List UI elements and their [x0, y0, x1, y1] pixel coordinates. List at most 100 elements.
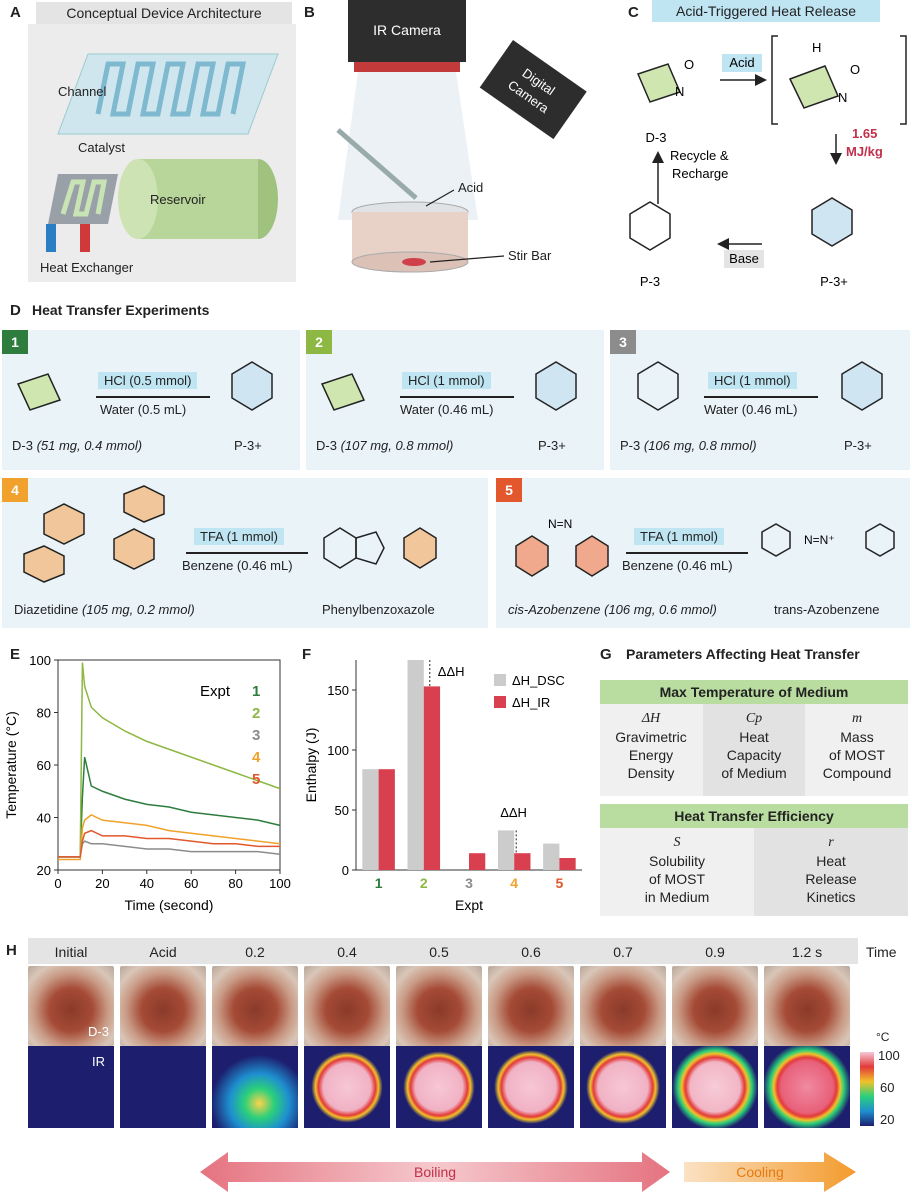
ir-frame-0.4	[304, 1046, 390, 1128]
chart-e-xtick-label-1: 20	[95, 876, 109, 891]
param-r-line1: Heat	[816, 853, 846, 869]
photo-frame-0.2	[212, 966, 298, 1046]
experiment-1-badge: 1	[2, 330, 28, 354]
expt3-arrow	[704, 396, 818, 398]
expt4-reagent: TFA (1 mmol)	[194, 528, 285, 545]
ir-scale-tick-20: 20	[880, 1112, 895, 1127]
chart-f-legend-swatch-1	[494, 696, 506, 708]
param-m-symbol: m	[851, 711, 863, 726]
p3plus-label: P-3+	[820, 274, 848, 289]
chart-f-annotation-1: ΔΔH	[500, 805, 527, 820]
experiment-3-badge: 3	[610, 330, 636, 354]
expt4-start-detail: (105 mg, 0.2 mmol)	[81, 602, 195, 617]
chart-e-legend-entry-4: 4	[252, 749, 261, 766]
panel-a-title: Conceptual Device Architecture	[36, 2, 292, 24]
experiment-2-badge: 2	[306, 330, 332, 354]
chart-f-ylabel: Enthalpy (J)	[303, 728, 319, 803]
chart-f-ytick-label-1: 50	[335, 803, 349, 818]
expt1-start-detail: (51 mg, 0.4 mmol)	[36, 438, 143, 453]
recycle-label-2: Recharge	[672, 166, 728, 181]
chart-e-ytick-label-1: 40	[37, 811, 51, 826]
expt5-arrow	[626, 552, 748, 554]
experiment-4-box: 4 TFA (1 mmol) Benzene (0.46 mL) Diazeti…	[2, 478, 488, 628]
d3-photo-label: D-3	[88, 1024, 109, 1039]
photo-frame-0.5	[396, 966, 482, 1046]
time-label-3: 0.4	[337, 944, 357, 960]
chart-f-legend-label-1: ΔH_IR	[512, 695, 550, 710]
energy-unit: MJ/kg	[846, 144, 883, 159]
time-label-7: 0.9	[705, 944, 725, 960]
expt3-reagent: HCl (1 mmol)	[708, 372, 797, 389]
expt4-product: Phenylbenzoxazole	[322, 602, 435, 617]
expt3-reactant-structure	[637, 361, 679, 411]
param-m-line1: Mass	[840, 729, 874, 745]
ir-camera-label: IR Camera	[373, 22, 441, 38]
cooling-label: Cooling	[736, 1164, 783, 1180]
device-architecture-diagram: Channel Catalyst Reservoir Heat Exchange…	[28, 24, 296, 282]
param-cp-line2: Capacity	[726, 747, 782, 763]
chart-e-legend-entry-3: 3	[252, 727, 260, 744]
panel-d-letter: D	[10, 302, 21, 319]
diazetidine-structure	[23, 485, 165, 583]
expt2-start-detail: (107 mg, 0.8 mmol)	[340, 438, 454, 453]
chart-e-legend-entry-5: 5	[252, 771, 260, 788]
expt2-solvent: Water (0.46 mL)	[400, 402, 494, 417]
chart-e-series-line-3	[58, 840, 281, 858]
expt3-product-structure	[841, 361, 883, 411]
p3-label: P-3	[640, 274, 660, 289]
time-label-2: 0.2	[245, 944, 265, 960]
panel-c-letter: C	[628, 4, 639, 21]
param-cp-line3: of Medium	[721, 765, 787, 781]
cp-cell-bg	[703, 704, 805, 796]
param-m-line3: Compound	[822, 765, 892, 781]
time-label-5: 0.6	[521, 944, 541, 960]
chart-e-series-line-2	[58, 662, 281, 858]
panel-h-letter: H	[6, 942, 17, 959]
phenylbenzoxazole-structure	[323, 527, 437, 569]
chart-e-series-line-5	[58, 829, 280, 858]
param-s-line3: in Medium	[644, 889, 710, 905]
acid-step-label: Acid	[729, 55, 754, 70]
expt4-solvent: Benzene (0.46 mL)	[182, 558, 293, 573]
ir-frame-initial	[28, 1046, 114, 1128]
chart-f-bar-ir-3	[469, 853, 486, 870]
trans-azobenzene-structure: N=N⁺	[761, 523, 895, 557]
time-header-bar	[28, 938, 858, 964]
chart-e-xtick-label-2: 40	[140, 876, 154, 891]
boiling-cooling-arrows: Boiling Cooling	[200, 1152, 856, 1192]
param-s-symbol: S	[673, 835, 681, 850]
chart-f-bar-dsc-1	[362, 769, 379, 870]
photo-frame-0.9	[672, 966, 758, 1046]
chart-f-legend-swatch-0	[494, 674, 506, 686]
ir-frame-1.2	[764, 1046, 850, 1128]
expt2-product: P-3+	[538, 438, 566, 453]
param-cell-dh: ΔH Gravimetric Energy Density	[600, 710, 702, 782]
chart-f-xtick-label-2: 2	[420, 875, 428, 891]
ir-row-label: IR	[92, 1054, 105, 1069]
param-dh-line2: Energy	[628, 747, 674, 763]
chart-e-series-line-1	[58, 756, 281, 858]
expt1-solvent: Water (0.5 mL)	[100, 402, 187, 417]
svg-text:N=N⁺: N=N⁺	[804, 533, 835, 547]
time-label-8: 1.2 s	[791, 944, 823, 960]
param-cell-m: m Mass of MOST Compound	[806, 710, 908, 782]
photo-frame-acid	[120, 966, 206, 1046]
chart-f-bar-dsc-2	[407, 660, 424, 870]
expt1-reactant-structure	[16, 373, 62, 411]
energy-value: 1.65	[852, 126, 877, 141]
cis-azobenzene-structure: N=N	[515, 517, 609, 577]
chart-e-ylabel: Temperature (°C)	[3, 711, 19, 819]
chart-f-legend-label-0: ΔH_DSC	[512, 673, 565, 688]
param-r-line2: Release	[805, 871, 857, 887]
heat-transfer-efficiency-header: Heat Transfer Efficiency	[600, 804, 908, 828]
expt1-product-structure	[231, 361, 273, 411]
expt4-start: Diazetidine	[14, 602, 79, 617]
chart-f-xtick-label-1: 1	[375, 875, 383, 891]
ir-scale-tick-100: 100	[878, 1048, 900, 1063]
expt1-start: D-3	[12, 438, 33, 453]
chart-f-xtick-label-4: 4	[510, 875, 518, 891]
ir-frame-0.5	[396, 1046, 482, 1128]
reservoir-label: Reservoir	[150, 192, 206, 207]
chart-f-ytick-label-2: 100	[327, 743, 349, 758]
